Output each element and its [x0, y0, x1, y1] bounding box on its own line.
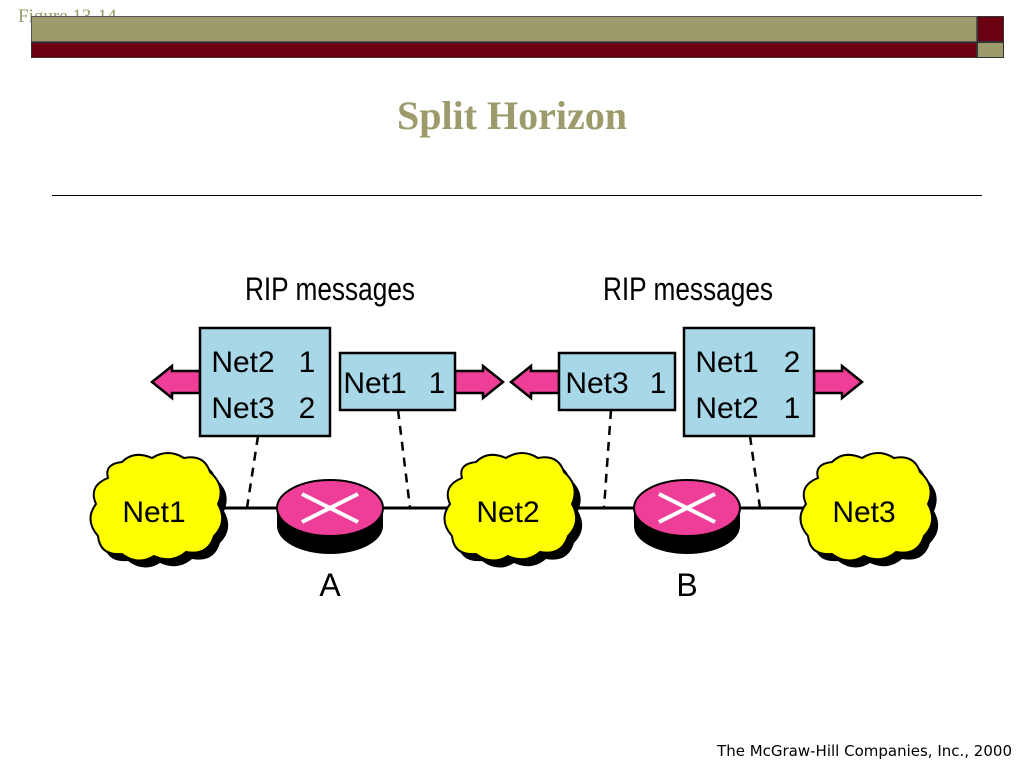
entry-net: Net1 [343, 367, 406, 400]
arrow-left-a [149, 363, 202, 401]
header-bar-red [31, 42, 977, 58]
cloud-label: Net2 [476, 496, 539, 529]
entry-hops: 1 [299, 346, 316, 379]
router-a-label: A [319, 567, 341, 603]
header-square-olive [977, 42, 1004, 58]
arrow-right-a [453, 363, 506, 401]
dashed-connector [245, 435, 260, 509]
rip-message-a-right: Net1 1 [338, 351, 457, 412]
entry-net: Net1 [695, 346, 758, 379]
entry-net: Net3 [211, 392, 274, 425]
dashed-connector [602, 409, 613, 509]
router-b-label: B [676, 567, 697, 603]
entry-hops: 1 [429, 367, 446, 400]
cloud-net3: Net3 [799, 452, 939, 568]
rip-message-a-left: Net2 1 Net3 2 [198, 326, 332, 438]
entry-hops: 2 [784, 346, 801, 379]
arrow-left-b [508, 363, 561, 401]
header-square-red [977, 16, 1004, 42]
entry-hops: 1 [650, 367, 667, 400]
router-b [633, 479, 741, 554]
entry-net: Net2 [211, 346, 274, 379]
entry-hops: 2 [299, 392, 316, 425]
entry-net: Net3 [565, 367, 628, 400]
header-bar-olive [31, 16, 977, 42]
cloud-label: Net3 [832, 496, 895, 529]
dashed-connector [748, 435, 762, 509]
entry-hops: 1 [784, 392, 801, 425]
rip-message-b-left: Net3 1 [557, 351, 677, 412]
entry-net: Net2 [695, 392, 758, 425]
cloud-net2: Net2 [443, 452, 583, 568]
cloud-net1: Net1 [89, 452, 229, 568]
arrow-right-b [812, 363, 865, 401]
rip-message-b-right: Net1 2 Net2 1 [682, 326, 816, 438]
rip-label-right: RIP messages [603, 273, 773, 308]
title-rule [52, 195, 982, 196]
router-a [276, 479, 384, 554]
dashed-connector [396, 409, 412, 509]
cloud-label: Net1 [122, 496, 185, 529]
rip-label-left: RIP messages [245, 273, 415, 308]
slide-title: Split Horizon [396, 93, 628, 138]
footer-copyright: The McGraw-Hill Companies, Inc., 2000 [717, 742, 1012, 760]
